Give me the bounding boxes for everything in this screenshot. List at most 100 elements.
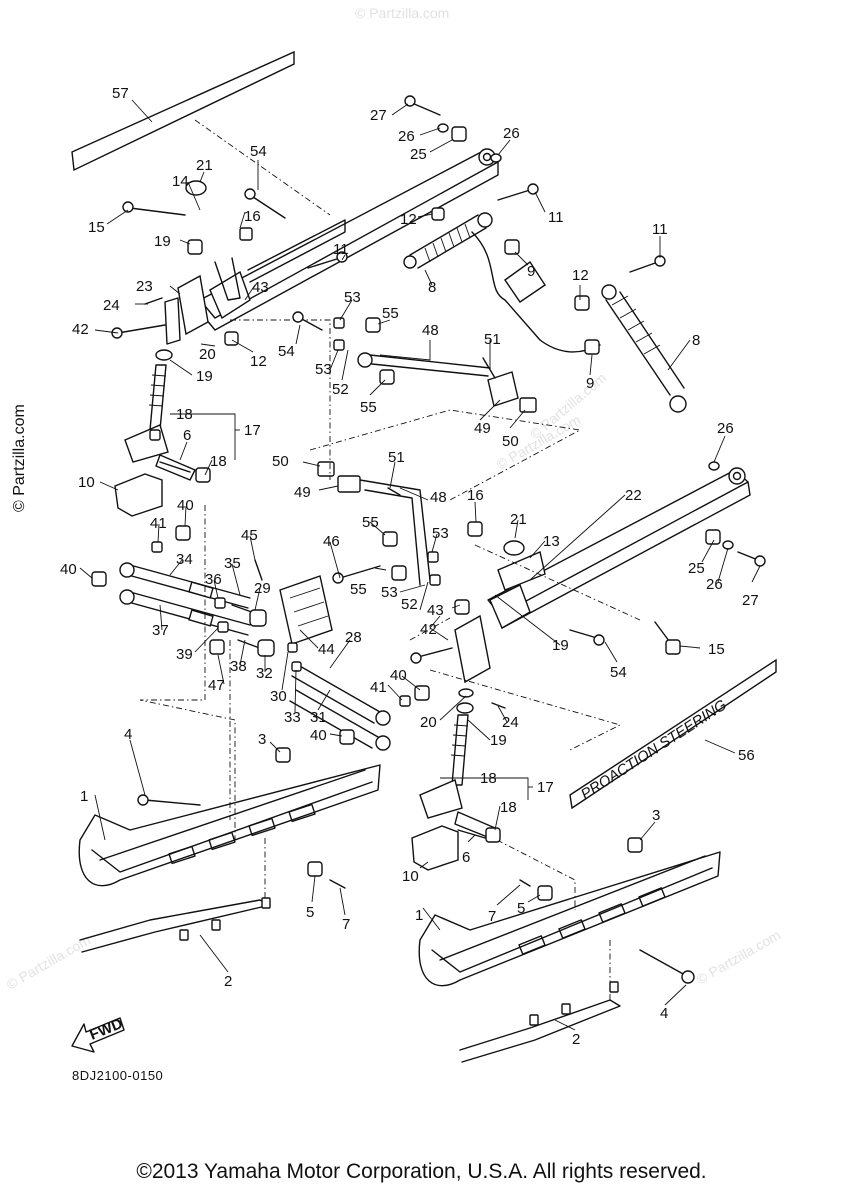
callout-3: 3: [652, 807, 660, 824]
callout-40: 40: [60, 561, 77, 578]
callout-24: 24: [502, 714, 519, 731]
callout-49: 49: [474, 420, 491, 437]
callout-6: 6: [183, 427, 191, 444]
callout-34: 34: [176, 551, 193, 568]
callout-leader-lines: [79, 99, 761, 1031]
callout-19: 19: [196, 368, 213, 385]
callout-51: 51: [388, 449, 405, 466]
callout-30: 30: [270, 688, 287, 705]
callout-42: 42: [72, 321, 89, 338]
callout-19: 19: [154, 233, 171, 250]
callout-13: 13: [543, 533, 560, 550]
callout-55: 55: [350, 581, 367, 598]
watermark-text: © Partzilla.com: [4, 932, 94, 993]
callout-2: 2: [224, 973, 232, 990]
watermark-text: © Partzilla.com: [694, 927, 784, 988]
shock-absorber-right: [601, 284, 687, 413]
callout-20: 20: [199, 346, 216, 363]
forward-direction-arrow: FWD: [71, 1015, 125, 1053]
callout-45: 45: [241, 527, 258, 544]
callout-2: 2: [572, 1031, 580, 1048]
callout-36: 36: [205, 571, 222, 588]
callout-26: 26: [503, 125, 520, 142]
callout-48: 48: [422, 322, 439, 339]
callout-16: 16: [244, 208, 261, 225]
callout-7: 7: [488, 908, 496, 925]
callout-55: 55: [362, 514, 379, 531]
control-arms: [119, 562, 391, 751]
callout-12: 12: [572, 267, 589, 284]
callout-25: 25: [688, 560, 705, 577]
callout-12: 12: [400, 211, 417, 228]
callout-19: 19: [552, 637, 569, 654]
callout-43: 43: [427, 602, 444, 619]
callout-5: 5: [517, 900, 525, 917]
callout-9: 9: [527, 263, 535, 280]
callout-51: 51: [484, 331, 501, 348]
callout-49: 49: [294, 484, 311, 501]
callout-39: 39: [176, 646, 193, 663]
callout-4: 4: [124, 726, 132, 743]
hardware: [91, 95, 766, 1026]
callout-19: 19: [490, 732, 507, 749]
callout-21: 21: [196, 157, 213, 174]
side-watermark-text: © Partzilla.com: [11, 404, 28, 512]
callout-50: 50: [502, 433, 519, 450]
tie-rod-upper: [357, 352, 537, 413]
callout-22: 22: [625, 487, 642, 504]
callout-12: 12: [250, 353, 267, 370]
callout-26: 26: [398, 128, 415, 145]
callout-35: 35: [224, 555, 241, 572]
tie-rod-lower: [317, 461, 431, 586]
callout-42: 42: [420, 621, 437, 638]
decal-label: PROACTION STEERING: [578, 696, 730, 803]
callout-44: 44: [318, 641, 335, 658]
callout-27: 27: [370, 107, 387, 124]
callout-52: 52: [401, 596, 418, 613]
callout-55: 55: [360, 399, 377, 416]
callout-17: 17: [537, 779, 554, 796]
callout-8: 8: [692, 332, 700, 349]
callout-11: 11: [333, 241, 349, 258]
callout-5: 5: [306, 904, 314, 921]
callout-48: 48: [430, 489, 447, 506]
callout-52: 52: [332, 381, 349, 398]
ski-right: [418, 851, 721, 1063]
callout-50: 50: [272, 453, 289, 470]
callout-29: 29: [254, 580, 271, 597]
callout-15: 15: [88, 219, 105, 236]
upper-steering-arm: [164, 148, 499, 345]
callout-53: 53: [432, 525, 449, 542]
callout-18: 18: [480, 770, 497, 787]
callout-10: 10: [78, 474, 95, 491]
callout-31: 31: [310, 709, 327, 726]
callout-1: 1: [80, 788, 88, 805]
callout-3: 3: [258, 731, 266, 748]
callout-18: 18: [176, 406, 193, 423]
callout-6: 6: [462, 849, 470, 866]
callout-11: 11: [652, 221, 668, 238]
callout-numbers: 57 27 26 26 25 21 54 14 16 15 11 12 11 1…: [60, 85, 759, 1048]
callout-37: 37: [152, 622, 169, 639]
callout-14: 14: [172, 173, 189, 190]
callout-40: 40: [177, 497, 194, 514]
callout-26: 26: [706, 576, 723, 593]
copyright-notice: ©2013 Yamaha Motor Corporation, U.S.A. A…: [136, 1160, 707, 1183]
callout-15: 15: [708, 641, 725, 658]
callout-20: 20: [420, 714, 437, 731]
diagram-code: 8DJ2100-0150: [72, 1068, 164, 1083]
callout-26: 26: [717, 420, 734, 437]
callout-53: 53: [344, 289, 361, 306]
callout-25: 25: [410, 146, 427, 163]
callout-53: 53: [315, 361, 332, 378]
callout-27: 27: [742, 592, 759, 609]
callout-10: 10: [402, 868, 419, 885]
callout-28: 28: [345, 629, 362, 646]
callout-43: 43: [252, 279, 269, 296]
watermark-text: © Partzilla.com: [355, 5, 449, 21]
callout-18: 18: [210, 453, 227, 470]
callout-40: 40: [310, 727, 327, 744]
decal-strip-upper: [71, 50, 295, 172]
callout-46: 46: [323, 533, 340, 550]
